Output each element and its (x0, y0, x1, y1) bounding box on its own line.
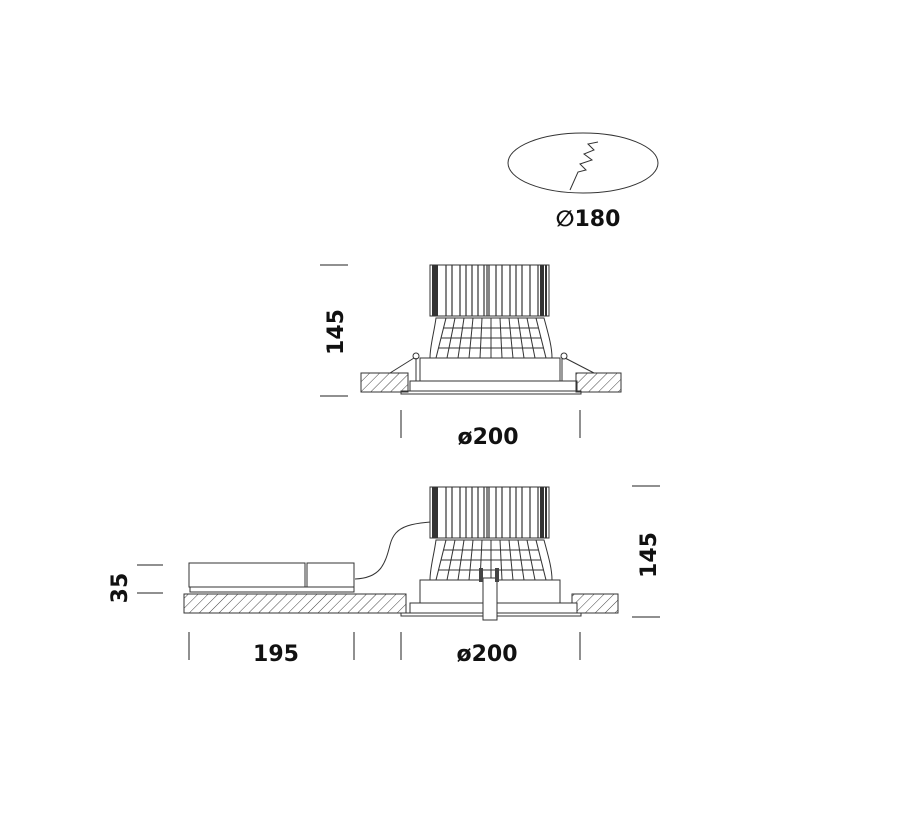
dimension-driver-length (188, 632, 355, 660)
cutout-symbol (507, 132, 659, 194)
heatsink (429, 264, 550, 317)
driver-height-label: 35 (108, 573, 133, 604)
dimension-driver-height (137, 564, 163, 594)
driver-length-label: 195 (253, 642, 299, 667)
heatsink (429, 486, 550, 539)
mounting-bracket (479, 568, 499, 621)
ceiling-section-top (360, 352, 622, 393)
dimension-diameter-bottom (400, 632, 581, 660)
height-label-top: 145 (324, 309, 349, 355)
housing (400, 357, 582, 395)
dimension-height-bottom (632, 485, 660, 618)
diameter-label-top: ø200 (457, 425, 518, 450)
diameter-label-bottom: ø200 (456, 642, 517, 667)
reflector (429, 315, 553, 359)
fixture-top-view (400, 264, 582, 395)
reflector (429, 537, 553, 581)
height-label-bottom: 145 (637, 532, 662, 578)
driver-cable (354, 520, 456, 580)
cutout-diameter-label: ∅180 (556, 207, 621, 232)
ceiling-section-bottom (183, 593, 619, 614)
driver-box (188, 562, 355, 593)
dimension-height-top (320, 264, 348, 397)
dimension-diameter-top (400, 410, 581, 438)
